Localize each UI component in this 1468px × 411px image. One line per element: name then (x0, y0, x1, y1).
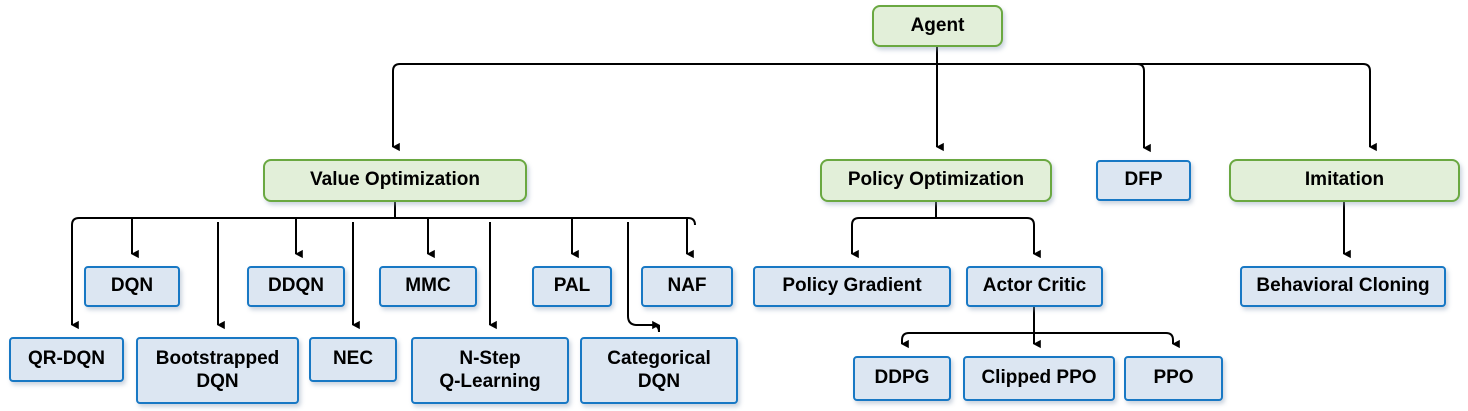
node-actor-critic[interactable]: Actor Critic (966, 266, 1103, 307)
edge-agent-to-value-optimization (392, 63, 937, 152)
node-bootstrapped-dqn[interactable]: Bootstrapped DQN (136, 337, 299, 404)
node-policy-optimization[interactable]: Policy Optimization (820, 159, 1052, 202)
edge-value-optimization-bus (71, 217, 696, 226)
node-ddqn[interactable]: DDQN (247, 266, 345, 307)
node-n-step-q-learning[interactable]: N-Step Q-Learning (411, 337, 569, 404)
edge-actor-critic-bus (901, 332, 1174, 341)
node-value-optimization[interactable]: Value Optimization (263, 159, 527, 202)
node-nec[interactable]: NEC (309, 337, 397, 382)
node-dqn[interactable]: DQN (84, 266, 180, 307)
node-qr-dqn[interactable]: QR-DQN (9, 337, 124, 382)
node-naf[interactable]: NAF (641, 266, 733, 307)
node-mmc[interactable]: MMC (379, 266, 477, 307)
node-categorical-dqn[interactable]: Categorical DQN (580, 337, 738, 404)
edge-policy-optimization-bus (851, 217, 1035, 226)
edge-agent-to-dfp (937, 63, 1151, 153)
node-agent[interactable]: Agent (872, 5, 1003, 47)
node-pal[interactable]: PAL (532, 266, 612, 307)
node-clipped-ppo[interactable]: Clipped PPO (963, 356, 1115, 401)
edge-value-optimization-to-categorical-dqn (627, 222, 660, 333)
node-policy-gradient[interactable]: Policy Gradient (753, 266, 951, 307)
edge-agent-to-imitation (937, 63, 1377, 152)
node-behavioral-cloning[interactable]: Behavioral Cloning (1240, 266, 1446, 307)
node-ppo[interactable]: PPO (1124, 356, 1223, 401)
node-dfp[interactable]: DFP (1096, 160, 1191, 201)
node-ddpg[interactable]: DDPG (853, 356, 951, 401)
node-imitation[interactable]: Imitation (1229, 159, 1460, 202)
